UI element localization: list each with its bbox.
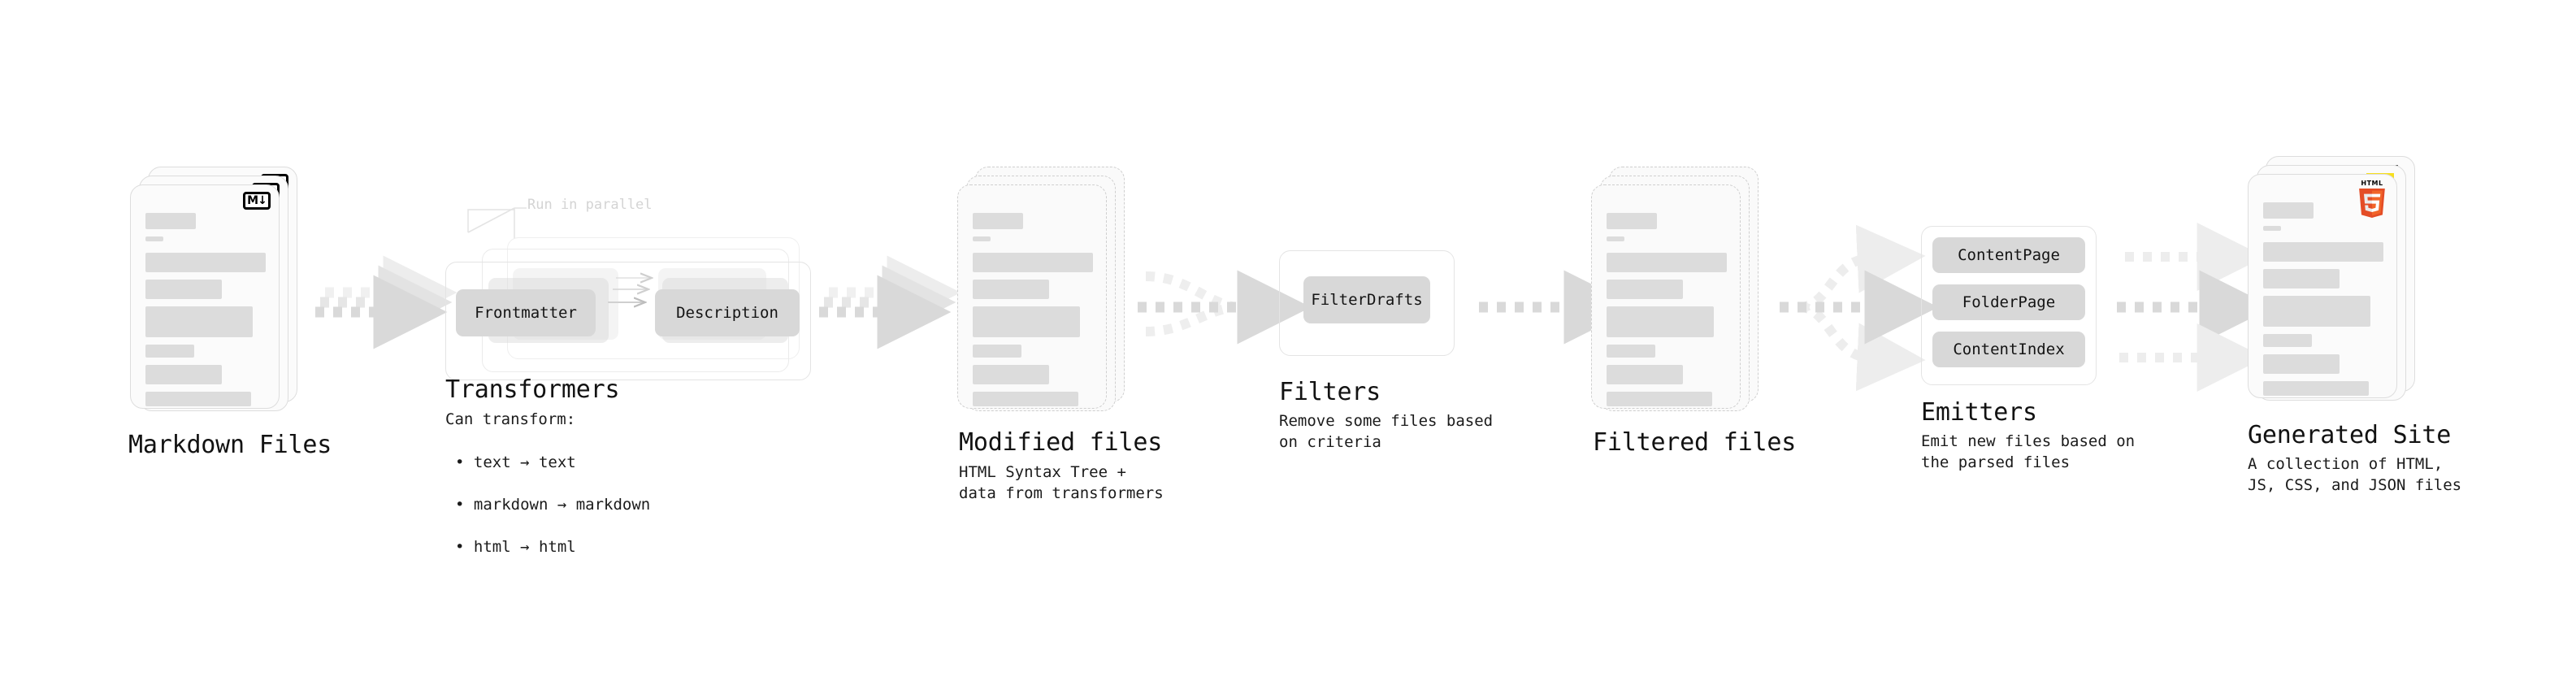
file-content-placeholder: [973, 213, 1093, 414]
modified-files-subtitle: HTML Syntax Tree + data from transformer…: [959, 463, 1164, 502]
stage-title-modified-files: Modified files: [959, 428, 1163, 457]
filters-group: FilterDrafts: [1279, 250, 1455, 356]
file-content-placeholder: [2263, 202, 2383, 403]
list-item: • text → text: [455, 453, 576, 471]
arrow-transformers-to-modified: [819, 255, 961, 349]
stage-title-emitters: Emitters: [1921, 398, 2037, 427]
emitters-subtitle: Emit new files based on the parsed files: [1921, 432, 2136, 471]
emitter-chip-contentpage[interactable]: ContentPage: [1932, 237, 2085, 273]
arrow-frontmatter-to-description: [608, 278, 650, 302]
html5-icon: HTML: [2357, 180, 2387, 223]
run-in-parallel-leader: [467, 207, 527, 239]
filter-chip-filterdrafts[interactable]: FilterDrafts: [1303, 276, 1430, 323]
emitters-frame: [1921, 226, 2097, 385]
markdown-files-stack: M↓ M↓ M↓: [130, 167, 297, 411]
modified-files-stack: [957, 167, 1125, 411]
transformer-chip-frontmatter[interactable]: Frontmatter: [456, 289, 596, 336]
markdown-icon: M↓: [243, 192, 271, 210]
stage-title-filters: Filters: [1279, 378, 1381, 406]
stage-title-transformers: Transformers: [445, 375, 620, 404]
emitter-chip-contentindex[interactable]: ContentIndex: [1932, 332, 2085, 367]
list-item: • html → html: [455, 538, 576, 556]
transformer-frame-front: [445, 262, 811, 380]
html5-shield-icon: [2359, 189, 2385, 218]
file-content-placeholder: [1607, 213, 1727, 414]
transformers-group: Run in parallel Frontmatter Description: [445, 197, 827, 380]
list-item: • markdown → markdown: [455, 496, 651, 514]
arrow-filtered-to-emitters: [1780, 224, 1939, 392]
transformer-chip-description[interactable]: Description: [655, 289, 800, 336]
markdown-file-front: M↓: [130, 184, 280, 409]
run-in-parallel-note: Run in parallel: [527, 197, 653, 213]
emitters-group: ContentPage FolderPage ContentIndex: [1921, 226, 2097, 385]
generated-site-subtitle: A collection of HTML, JS, CSS, and JSON …: [2248, 455, 2462, 494]
filters-frame: [1279, 250, 1455, 356]
arrow-markdown-to-transformers: [315, 255, 458, 349]
emitter-chip-folderpage[interactable]: FolderPage: [1932, 284, 2085, 320]
filters-subtitle: Remove some files based on criteria: [1279, 412, 1494, 451]
filtered-files-stack: [1591, 167, 1759, 411]
modified-file-front: [957, 184, 1107, 409]
transformers-subtitle: Can transform:: [445, 410, 576, 428]
stage-title-filtered-files: Filtered files: [1593, 428, 1797, 457]
stage-title-generated-site: Generated Site: [2248, 421, 2452, 449]
generated-site-stack: CSS HTML: [2248, 156, 2415, 401]
generated-file-html: HTML: [2248, 174, 2397, 398]
transformers-bullet-list: • text → text • markdown → markdown • ht…: [455, 431, 650, 557]
stage-title-markdown-files: Markdown Files: [128, 431, 332, 459]
filtered-file-front: [1591, 184, 1741, 409]
file-content-placeholder: [145, 213, 266, 414]
arrow-emitters-to-site: [2117, 223, 2274, 392]
arrow-modified-to-filters: [1138, 270, 1312, 345]
